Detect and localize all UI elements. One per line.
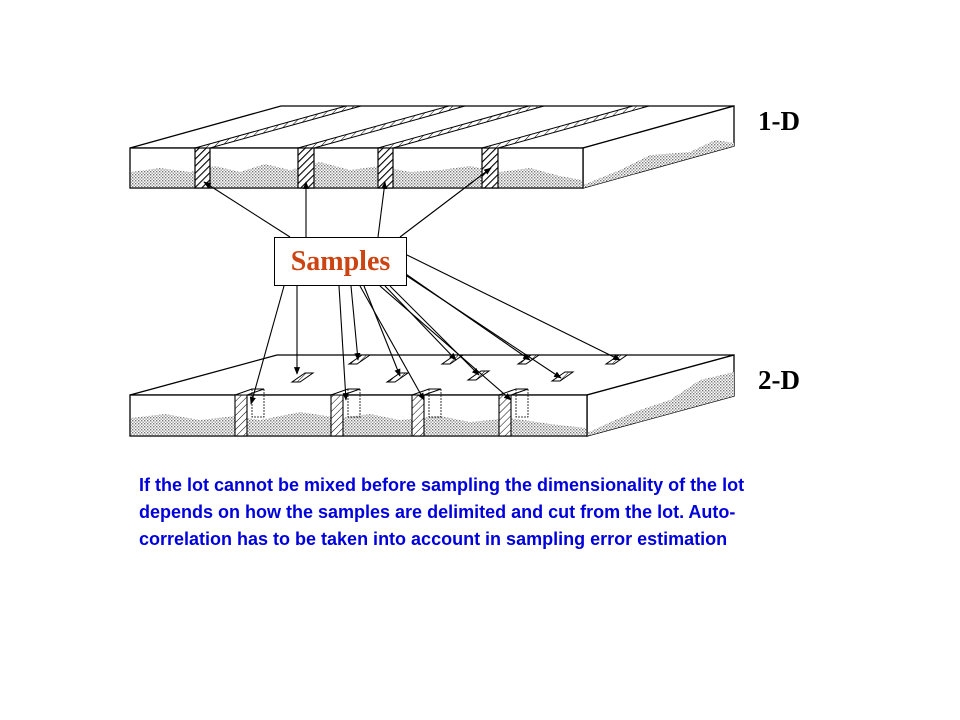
- one-d-arrows: [203, 167, 492, 238]
- one-d-lot-side-material: [583, 140, 734, 188]
- caption-line-3: correlation has to be taken into account…: [139, 529, 728, 549]
- one-d-label: 1-D: [758, 106, 800, 136]
- one-d-slice-1: [194, 147, 211, 189]
- arrow-to-two-d-core-4: [379, 285, 512, 401]
- samples-label: Samples: [290, 245, 391, 277]
- two-d-core-1: [234, 388, 265, 437]
- arrow-to-one-d-slice-4: [399, 167, 492, 238]
- one-d-lot: [129, 105, 735, 189]
- two-d-arrows: [249, 254, 621, 405]
- two-d-lot-side-material: [587, 372, 734, 436]
- arrow-to-two-d-increment-8: [406, 254, 621, 361]
- arrow-to-two-d-increment-3: [363, 285, 401, 377]
- samples-box: Samples: [274, 237, 407, 286]
- caption-line-2: depends on how the samples are delimited…: [139, 502, 736, 522]
- arrow-to-two-d-increment-7: [403, 273, 562, 379]
- arrow-to-one-d-slice-3: [377, 181, 388, 238]
- one-d-lot-material: [131, 162, 582, 187]
- two-d-label: 2-D: [758, 365, 800, 395]
- two-d-increment-1: [290, 372, 315, 383]
- arrow-to-one-d-slice-1: [203, 181, 291, 238]
- caption-line-1: If the lot cannot be mixed before sampli…: [139, 475, 745, 495]
- caption-text: If the lot cannot be mixed before sampli…: [139, 472, 879, 553]
- one-d-slice-3: [377, 147, 394, 189]
- arrow-to-two-d-core-2: [338, 285, 349, 401]
- two-d-core-2: [330, 388, 361, 437]
- arrow-to-two-d-increment-5: [389, 285, 480, 376]
- two-d-lot: [129, 354, 735, 437]
- arrow-to-two-d-increment-4: [384, 285, 457, 361]
- arrow-to-two-d-increment-2: [350, 285, 361, 361]
- arrow-to-two-d-core-1: [249, 285, 285, 405]
- arrow-to-two-d-core-3: [359, 285, 425, 401]
- one-d-slice-4: [481, 147, 499, 189]
